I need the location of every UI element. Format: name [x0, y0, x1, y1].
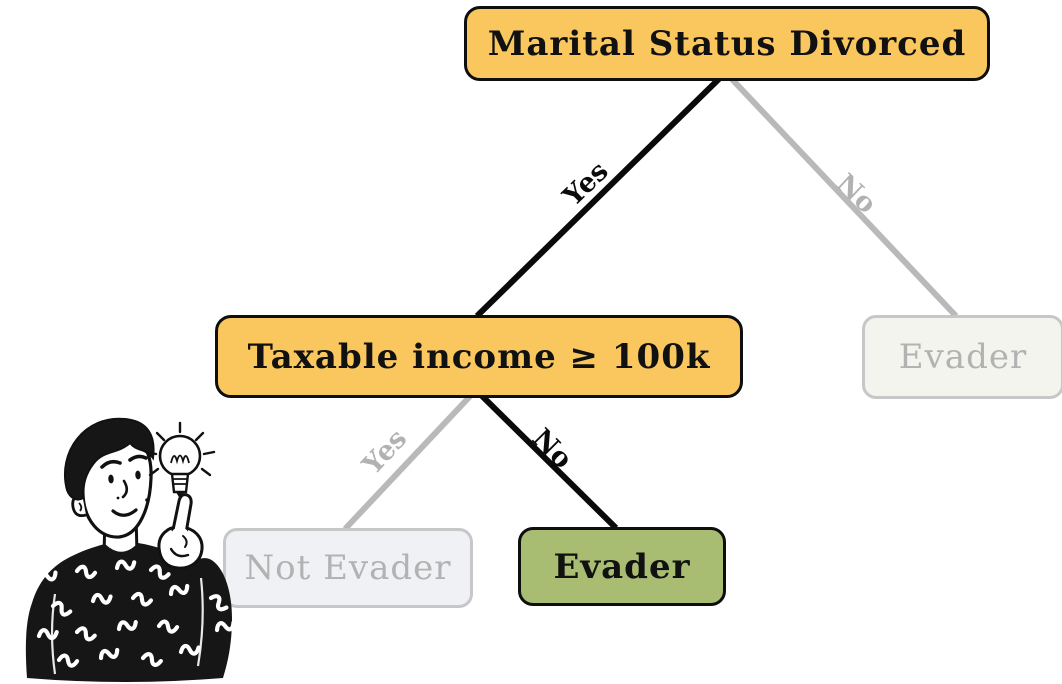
sweater-creases [50, 577, 204, 675]
edge-root-yes [474, 70, 728, 319]
edge-income-no [474, 388, 619, 531]
person-sweater [25, 543, 232, 682]
person-eye-left [108, 474, 114, 484]
tree-leaf-evader-highlighted: Evader [518, 527, 726, 606]
person-eyebrows [100, 454, 148, 469]
tree-leaf-evader-faded: Evader [862, 315, 1062, 399]
tree-node-taxable-income: Taxable income ≥ 100k [215, 315, 743, 398]
pointing-hand [157, 493, 204, 570]
person-head [64, 417, 155, 539]
person-smile [111, 508, 138, 517]
lightbulb-rays [144, 421, 216, 477]
tree-leaf-not-evader-faded: Not Evader [223, 528, 473, 608]
edge-root-no [725, 72, 959, 319]
person-eye-right [135, 470, 141, 480]
sweater-squiggles [36, 559, 236, 668]
person-nose [121, 479, 129, 499]
edge-income-yes [342, 388, 478, 532]
person-hair [64, 417, 155, 501]
lightbulb-icon [144, 421, 216, 499]
person-idea-illustration [25, 417, 236, 682]
person-beauty-mark [145, 498, 149, 502]
tree-node-root: Marital Status Divorced [464, 6, 990, 81]
